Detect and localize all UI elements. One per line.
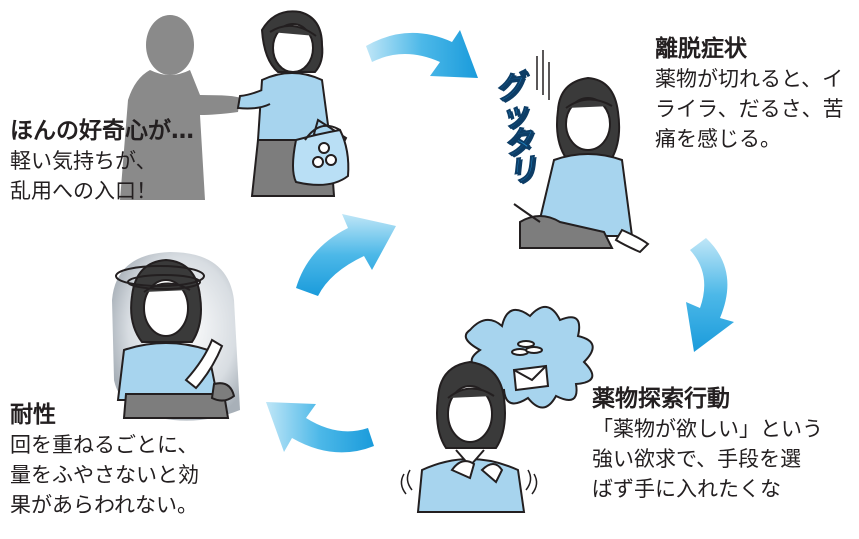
drug-seeking-line: 「薬物が欲しい」という — [592, 417, 823, 441]
handbag-icon — [292, 124, 350, 186]
withdrawal-line: ライラ、だるさ、苦 — [655, 97, 844, 121]
withdrawal-line: 痛を感じる。 — [655, 127, 781, 151]
drug-seeking-caption: 薬物探索行動 「薬物が欲しい」という 強い欲求で、手段を選 ばず手に入れたくな — [592, 384, 823, 504]
withdrawal-illustration — [513, 50, 650, 254]
withdrawal-line: 薬物が切れると、イ — [655, 67, 844, 91]
drug-seeking-line: 強い欲求で、手段を選 — [592, 447, 802, 471]
tolerance-line: 回を重ねるごとに、 — [10, 433, 199, 457]
drug-seeking-illustration — [400, 306, 594, 513]
curiosity-caption: ほんの好奇心が… 軽い気持ちが、 乱用への入口！ — [10, 116, 194, 206]
cycle-arrow-left — [296, 214, 396, 296]
withdrawal-caption: 離脱症状 薬物が切れると、イ ライラ、だるさ、苦 痛を感じる。 — [655, 34, 844, 154]
curiosity-line: 乱用への入口！ — [10, 179, 157, 203]
curiosity-title: ほんの好奇心が… — [10, 118, 194, 144]
tolerance-line: 量をふやさないと効 — [10, 463, 199, 487]
cycle-arrow-right — [686, 238, 734, 352]
tolerance-caption: 耐性 回を重ねるごとに、 量をふやさないと効 果があらわれない。 — [10, 400, 199, 520]
curiosity-illustration — [120, 10, 350, 200]
tolerance-illustration — [112, 252, 240, 421]
tolerance-title: 耐性 — [10, 402, 56, 428]
drug-seeking-title: 薬物探索行動 — [592, 386, 730, 412]
withdrawal-title: 離脱症状 — [655, 36, 747, 62]
cycle-arrow-top — [366, 30, 478, 78]
curiosity-line: 軽い気持ちが、 — [10, 149, 157, 173]
cycle-arrow-bottom — [266, 402, 374, 453]
silhouette-figure — [120, 15, 240, 200]
drug-seeking-line: ばず手に入れたくな — [592, 477, 781, 501]
tolerance-line: 果があらわれない。 — [10, 493, 198, 517]
sound-effect-char: リ — [504, 151, 540, 191]
